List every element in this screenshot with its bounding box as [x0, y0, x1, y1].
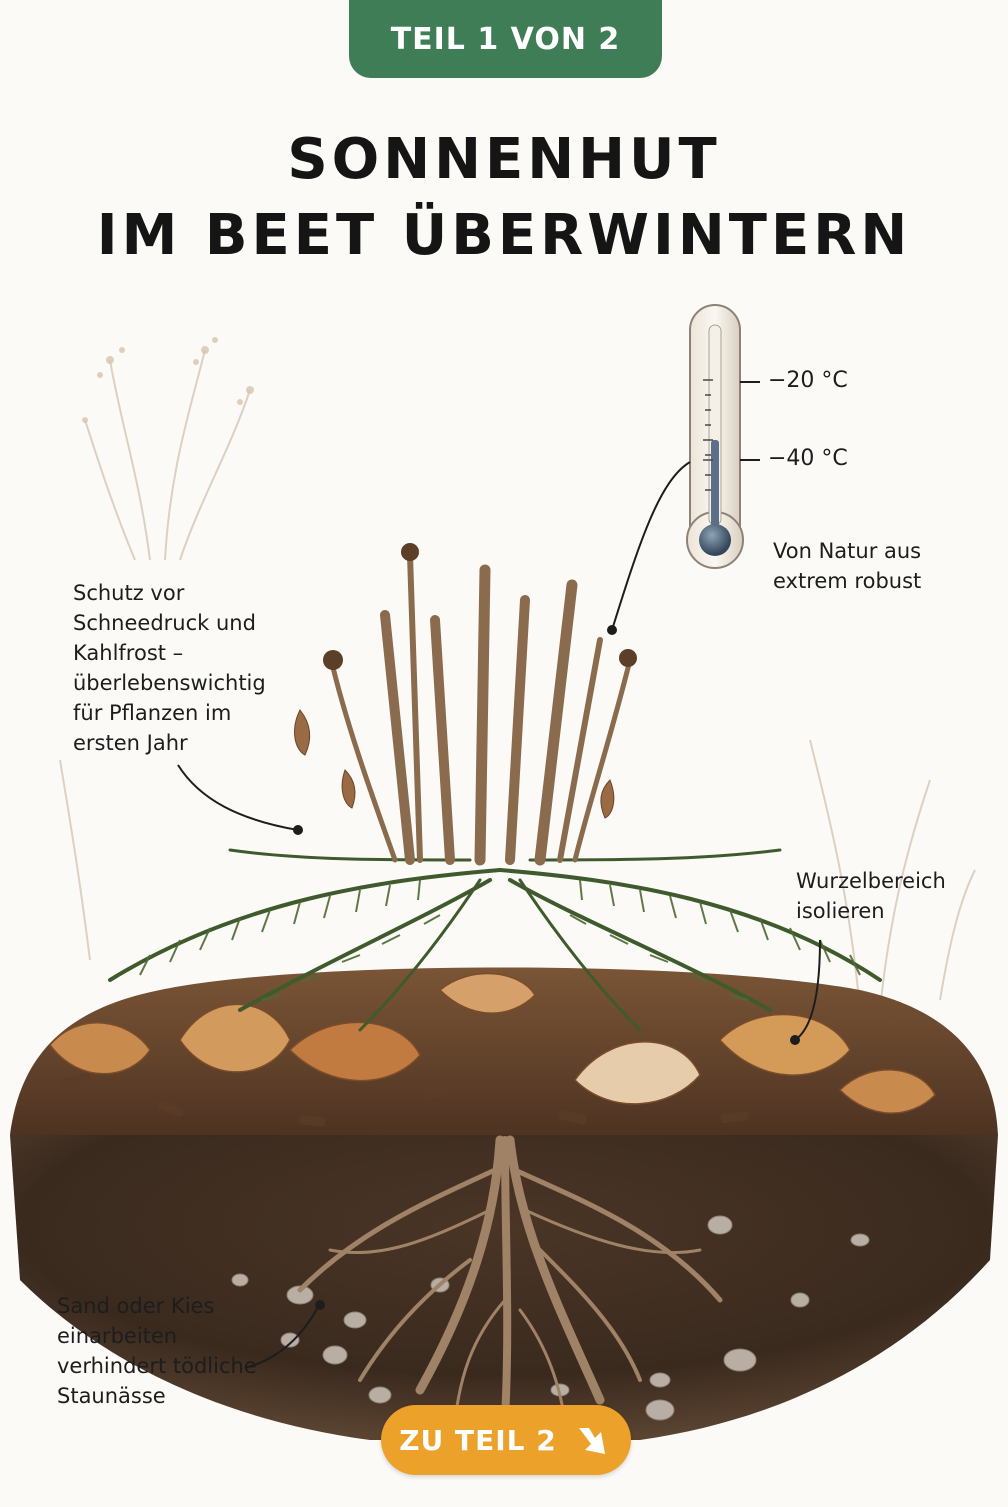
fir-branches [108, 848, 882, 1032]
arrow-down-right-icon [578, 1428, 605, 1454]
temp-mark-upper: −20 °C [768, 368, 848, 393]
thermometer-caption: Von Natur aus extrem robust [773, 539, 922, 593]
next-part-button[interactable]: ZU TEIL 2 [381, 1405, 631, 1475]
oak-leaves [49, 972, 936, 1114]
page-title: SONNENHUT IM BEET ÜBERWINTERN [0, 122, 1008, 274]
callout-lines [177, 461, 821, 1369]
title-line-1: SONNENHUT [287, 127, 721, 192]
annotation-root-insulation: Wurzelbereich isolieren [796, 869, 946, 923]
next-part-label: ZU TEIL 2 [399, 1423, 557, 1457]
thermometer-icon [686, 304, 760, 569]
title-line-2: IM BEET ÜBERWINTERN [96, 203, 912, 268]
temp-mark-lower: −40 °C [768, 446, 848, 471]
root-system [297, 1135, 723, 1424]
dry-grass [59, 349, 976, 1011]
annotation-drainage: Sand oder Kies einarbeiten verhindert tö… [57, 1294, 257, 1408]
part-badge: TEIL 1 VON 2 [349, 0, 662, 78]
annotation-snow-protection: Schutz vor Schneedruck und Kahlfrost – ü… [73, 581, 266, 755]
seed-heads [323, 543, 637, 670]
cut-stems [327, 552, 633, 866]
